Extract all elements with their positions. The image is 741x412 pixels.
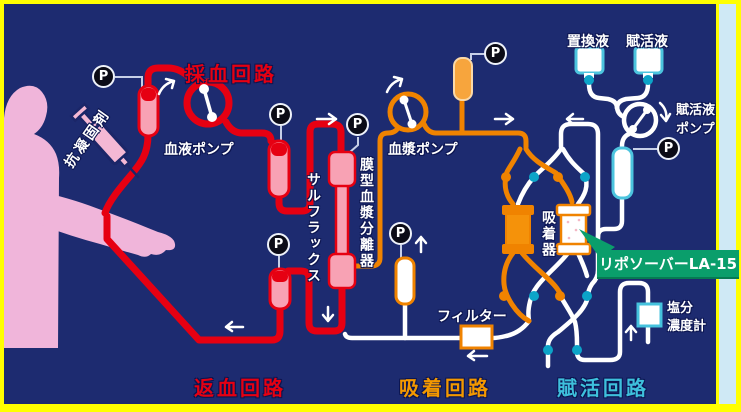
label-plasma-pump: 血漿ポンプ (388, 142, 458, 158)
blood-pump-icon (183, 78, 233, 128)
label-filter: フィルター (437, 309, 507, 325)
adsorber-left-column (502, 205, 534, 254)
label-sulflux: サルフラックス (305, 172, 321, 284)
syringe-icon (69, 102, 140, 179)
drip-chamber-collection-2 (267, 139, 291, 199)
activation-fluid-bag (633, 45, 664, 85)
label-return-circuit: 返血回路 (194, 376, 286, 400)
plasma-separator-column (327, 150, 357, 290)
label-replacement-fluid: 置換液 (567, 34, 609, 50)
plasma-circuit-lines (349, 95, 575, 324)
label-activation-fluid: 賦活液 (626, 34, 668, 50)
label-activation-pump-line1: 賦活液 (676, 103, 716, 118)
label-blood-pump: 血液ポンプ (164, 142, 234, 158)
pressure-gauge-7: P (657, 137, 680, 160)
salt-meter-box (636, 302, 663, 328)
label-activation-circuit: 賦活回路 (557, 376, 649, 400)
replacement-fluid-bag (574, 45, 605, 85)
drip-chamber-plasma (453, 57, 473, 101)
label-adsorber: 吸着器 (540, 210, 556, 258)
adsorber-right-column (555, 203, 592, 256)
activation-pump-icon (621, 101, 659, 139)
flow-arrows (157, 75, 672, 362)
drip-chamber-return (268, 267, 292, 311)
pressure-gauge-6: P (389, 222, 412, 245)
valve-dots (499, 172, 592, 355)
drip-chamber-activation (611, 146, 634, 200)
label-plasma-separator: 膜型血漿分離器 (358, 157, 374, 269)
label-collection-circuit: 採血回路 (185, 62, 277, 86)
right-margin-strip (719, 4, 736, 404)
blood-circuit-lines (101, 64, 346, 344)
drip-chamber-collection-1 (137, 84, 160, 138)
gauge-connectors (115, 53, 658, 268)
filter-box (459, 324, 494, 350)
label-salt-meter-line1: 塩分 (667, 301, 694, 316)
plasma-pump-icon (387, 91, 429, 133)
label-activation-pump-line2: ポンプ (676, 122, 715, 137)
label-adsorption-circuit: 吸着回路 (399, 376, 491, 400)
liposorber-callout: リポソーバーLA-15 (597, 250, 739, 277)
pressure-gauge-3: P (346, 113, 369, 136)
pressure-gauge-4: P (484, 42, 507, 65)
label-salt-meter-line2: 濃度計 (667, 319, 707, 334)
pressure-gauge-1: P (92, 65, 115, 88)
label-liposorber: リポソーバーLA-15 (598, 255, 738, 273)
pressure-gauge-2: P (269, 103, 292, 126)
pressure-gauge-5: P (267, 233, 290, 256)
drip-chamber-filtered-plasma (394, 256, 416, 306)
